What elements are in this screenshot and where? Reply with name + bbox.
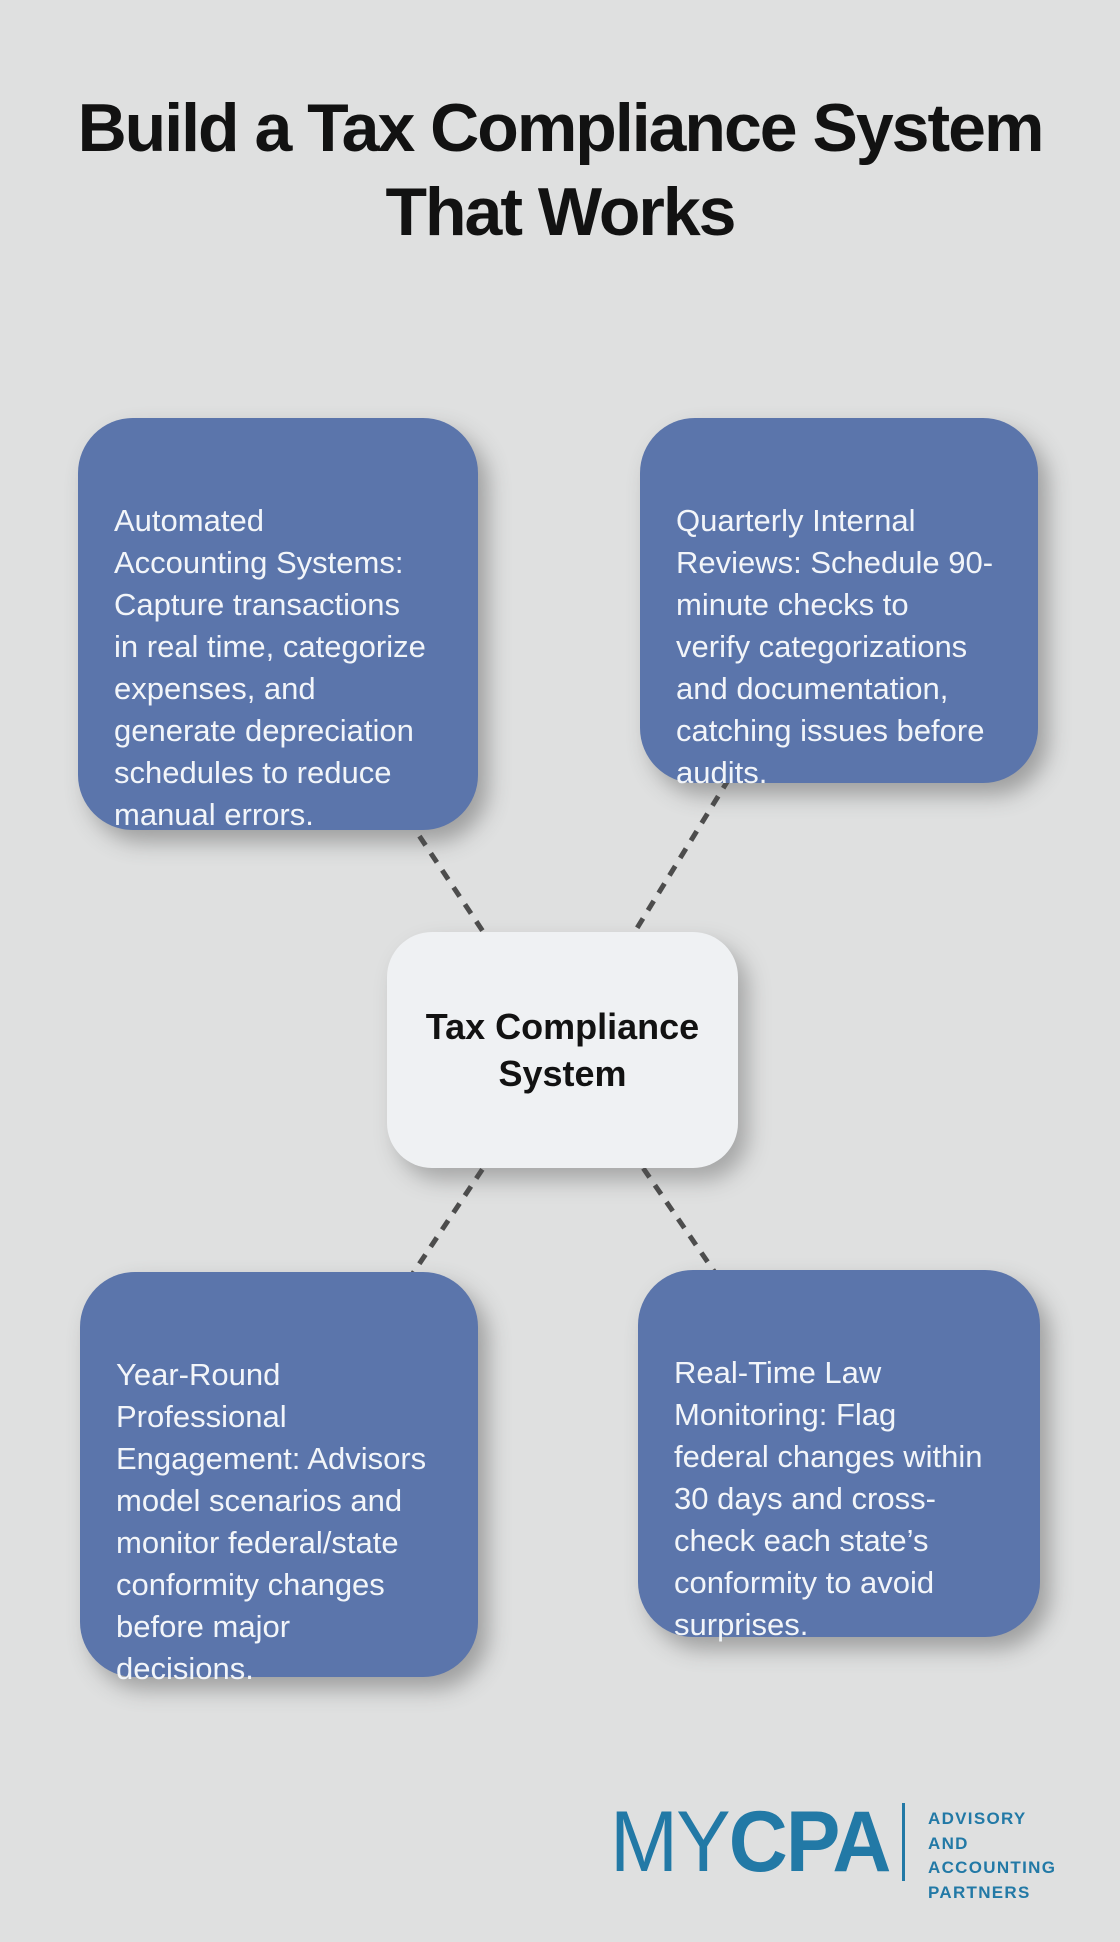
center-node: Tax Compliance System [387,932,738,1168]
card-year-round-engagement: Year-Round Professional Engagement: Advi… [80,1272,478,1686]
card-text: Quarterly Internal Reviews: Schedule 90-… [676,503,994,790]
logo-divider [902,1803,905,1881]
brand-logo: MYCPA ADVISORY AND ACCOUNTING PARTNERS [610,1799,1070,1902]
logo-tagline: ADVISORY AND ACCOUNTING PARTNERS [928,1809,1057,1902]
card-quarterly-reviews: Quarterly Internal Reviews: Schedule 90-… [640,418,1038,790]
logo-wordmark: MYCPA [610,1799,891,1885]
card-real-time-law-monitoring: Real-Time Law Monitoring: Flag federal c… [638,1270,1040,1642]
card-text: Year-Round Professional Engagement: Advi… [116,1357,427,1686]
logo-word-my: MY [610,1794,731,1890]
center-node-label: Tax Compliance System [425,1006,700,1094]
card-automated-accounting: Automated Accounting Systems: Capture tr… [78,418,478,832]
page-title: Build a Tax Compliance System That Works [77,90,1045,250]
logo-word-cpa: CPA [728,1794,892,1890]
card-text: Automated Accounting Systems: Capture tr… [114,503,426,832]
card-text: Real-Time Law Monitoring: Flag federal c… [674,1355,983,1642]
